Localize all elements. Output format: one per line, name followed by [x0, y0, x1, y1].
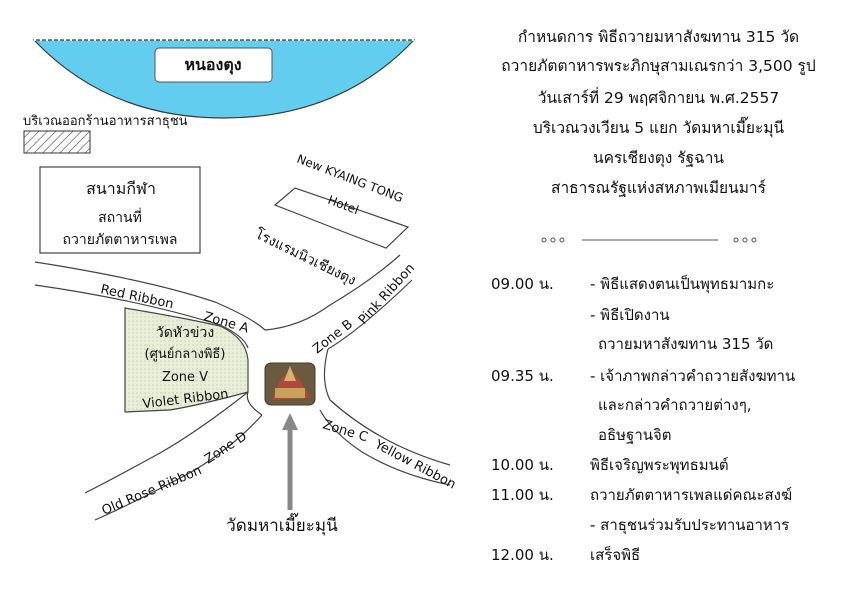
ceremony-map: หนองตุง บริเวณออกร้านอาหารสาธุชน สนามกีฬ…	[23, 39, 458, 536]
zone-c-label: Zone C	[321, 417, 370, 445]
schedule-time: 09.00 น.	[491, 275, 554, 293]
zone-d-label: Zone D	[202, 429, 250, 467]
zone-b-label: Zone B	[310, 317, 356, 357]
stadium-box: สนามกีฬา สถานที่ ถวายภัตตาหารเพล	[39, 166, 201, 254]
schedule-time: 11.00 น.	[491, 486, 554, 504]
schedule-time: 12.00 น.	[491, 546, 554, 564]
food-area-label: บริเวณออกร้านอาหารสาธุชน	[23, 114, 188, 129]
schedule-item: พิธีเจริญพระพุทธมนต์	[590, 456, 729, 474]
header-line-5: นครเชียงตุง รัฐฉาน	[592, 149, 725, 167]
zone-v-zone: Zone V	[162, 370, 208, 385]
schedule-panel: กำหนดการ พิธีถวายมหาสังฆทาน 315 วัด ถวาย…	[470, 0, 847, 591]
header-line-4: บริเวณวงเวียน 5 แยก วัดมหาเมี๊ยะมุนี	[532, 119, 785, 137]
header-line-3: วันเสาร์ที่ 29 พฤศจิกายน พ.ศ.2557	[537, 89, 780, 107]
schedule-item: เสร็จพิธี	[590, 546, 641, 564]
arrow-to-temple	[282, 413, 298, 510]
old-rose-ribbon-label: Old Rose Ribbon	[100, 463, 204, 519]
ornament-divider	[541, 237, 757, 243]
schedule-item: ถวายมหาสังฆทาน 315 วัด	[598, 335, 774, 353]
schedule-item: ถวายภัตตาหารเพลแด่คณะสงฆ์	[590, 486, 793, 504]
lake-label: หนองตุง	[184, 55, 241, 75]
schedule-item: และกล่าวคำถวายต่างๆ,	[598, 396, 752, 414]
schedule-item: - พิธีเปิดงาน	[590, 306, 670, 324]
stadium-line3: ถวายภัตตาหารเพล	[63, 232, 178, 248]
yellow-ribbon-label: Yellow Ribbon	[371, 437, 458, 493]
zone-v-temple: วัดหัวข่วง	[156, 325, 214, 341]
header-line-6: สาธารณรัฐแห่งสหภาพเมียนมาร์	[551, 179, 766, 197]
temple-picture	[264, 362, 316, 406]
stadium-line2: สถานที่	[98, 208, 142, 226]
schedule-item: อธิษฐานจิต	[598, 426, 672, 444]
schedule-item: - เจ้าภาพกล่าวคำถวายสังฆทาน	[590, 367, 796, 385]
hotel-name-th: โรงแรมนิวเชียงตุง	[252, 225, 359, 289]
main-temple-label: วัดมหาเมี๊ยะมุนี	[226, 512, 338, 536]
lake: หนองตุง	[32, 39, 416, 119]
schedule-time: 09.35 น.	[491, 367, 554, 385]
header-line-1: กำหนดการ พิธีถวายมหาสังฆทาน 315 วัด	[517, 28, 800, 46]
zone-v-area	[124, 307, 249, 413]
stadium-title: สนามกีฬา	[86, 179, 156, 198]
roads	[34, 254, 451, 521]
food-area-hatch	[23, 130, 91, 154]
schedule-time: 10.00 น.	[491, 456, 554, 474]
header-line-2: ถวายภัตตาหารพระภิกษุสามเณรกว่า 3,500 รูป	[501, 57, 816, 75]
zone-v-center: (ศูนย์กลางพิธี)	[145, 346, 226, 362]
schedule-item: - สาธุชนร่วมรับประทานอาหาร	[590, 516, 790, 534]
schedule-item: - พิธีแสดงตนเป็นพุทธมามกะ	[590, 275, 775, 293]
pink-ribbon-label: Pink Ribbon	[356, 261, 418, 328]
